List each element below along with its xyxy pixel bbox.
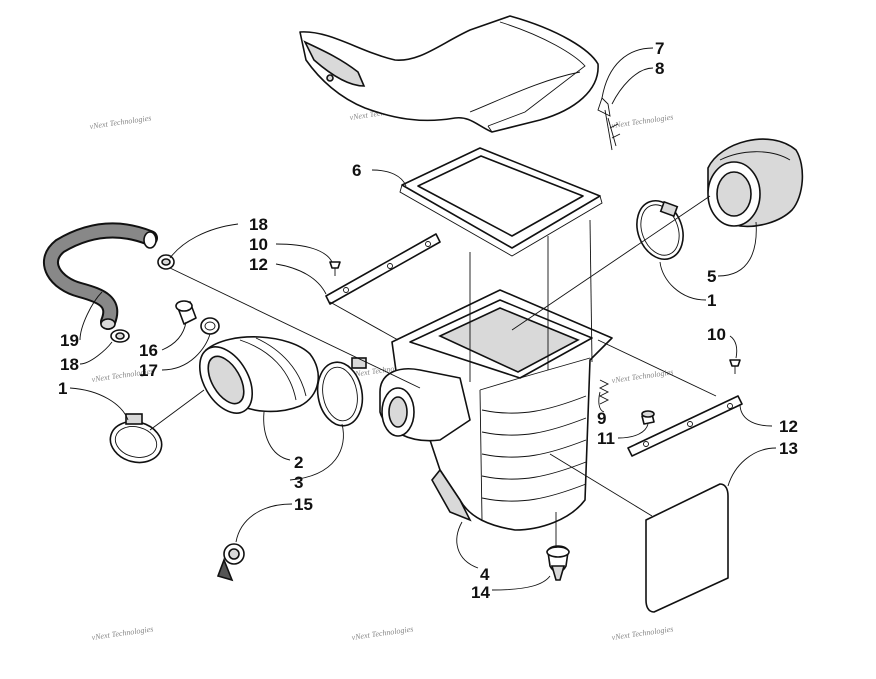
screw-upper [329,261,341,276]
callout-5: 5 [707,267,716,286]
breather-hose [43,222,158,330]
drain-valve [546,545,570,581]
callout-7: 7 [655,39,664,58]
assembly-lines [149,195,717,548]
callout-8: 8 [655,59,664,78]
callout-9: 9 [597,409,606,428]
callout-1: 1 [58,379,67,398]
grommet [641,410,655,425]
spring [598,379,610,405]
small-clamp [200,317,220,335]
hose-clip-upper [157,254,175,270]
callout-18: 18 [249,215,268,234]
mounting-bracket-left [325,233,441,305]
callout-6: 6 [352,161,361,180]
callout-11: 11 [597,429,615,448]
watermark: vNext Technologies [611,624,674,642]
access-panel [645,483,729,613]
intake-boot [198,336,319,414]
callout-15: 15 [294,495,313,514]
watermark: vNext Technologies [91,624,154,642]
callout-19: 19 [60,331,79,350]
cap-plug [175,300,197,325]
callout-3: 3 [294,473,303,492]
air-filter [707,138,804,228]
hose-clamp-inner [316,357,367,427]
callout-leaders [69,47,777,591]
watermark: vNext Technologies [611,367,674,385]
callout-10: 10 [707,325,726,344]
hose-clip-lower [110,329,130,343]
watermark: vNext Technologies [611,112,674,130]
spring-clip [597,97,621,151]
air-box-gasket [399,147,603,257]
callout-18: 18 [60,355,79,374]
callout-13: 13 [779,439,798,458]
air-box-cover [299,15,599,133]
callout-1: 1 [707,291,716,310]
screw-right [729,359,741,374]
mounting-bracket-right [627,395,743,457]
callout-2: 2 [294,453,303,472]
callout-14: 14 [471,583,490,602]
callout-labels: 7 8 6 18 10 12 5 1 19 18 16 17 1 10 9 11… [58,39,798,602]
callout-12: 12 [779,417,798,436]
callout-4: 4 [480,565,490,584]
callout-16: 16 [139,341,158,360]
callout-12: 12 [249,255,268,274]
watermark: vNext Technologies [351,624,414,642]
hose-clamp-lower [109,413,163,464]
callout-10: 10 [249,235,268,254]
air-box-housing [379,289,613,531]
watermark: vNext Technologies [89,113,152,131]
push-clip-fastener [216,543,245,582]
callout-17: 17 [139,361,158,380]
